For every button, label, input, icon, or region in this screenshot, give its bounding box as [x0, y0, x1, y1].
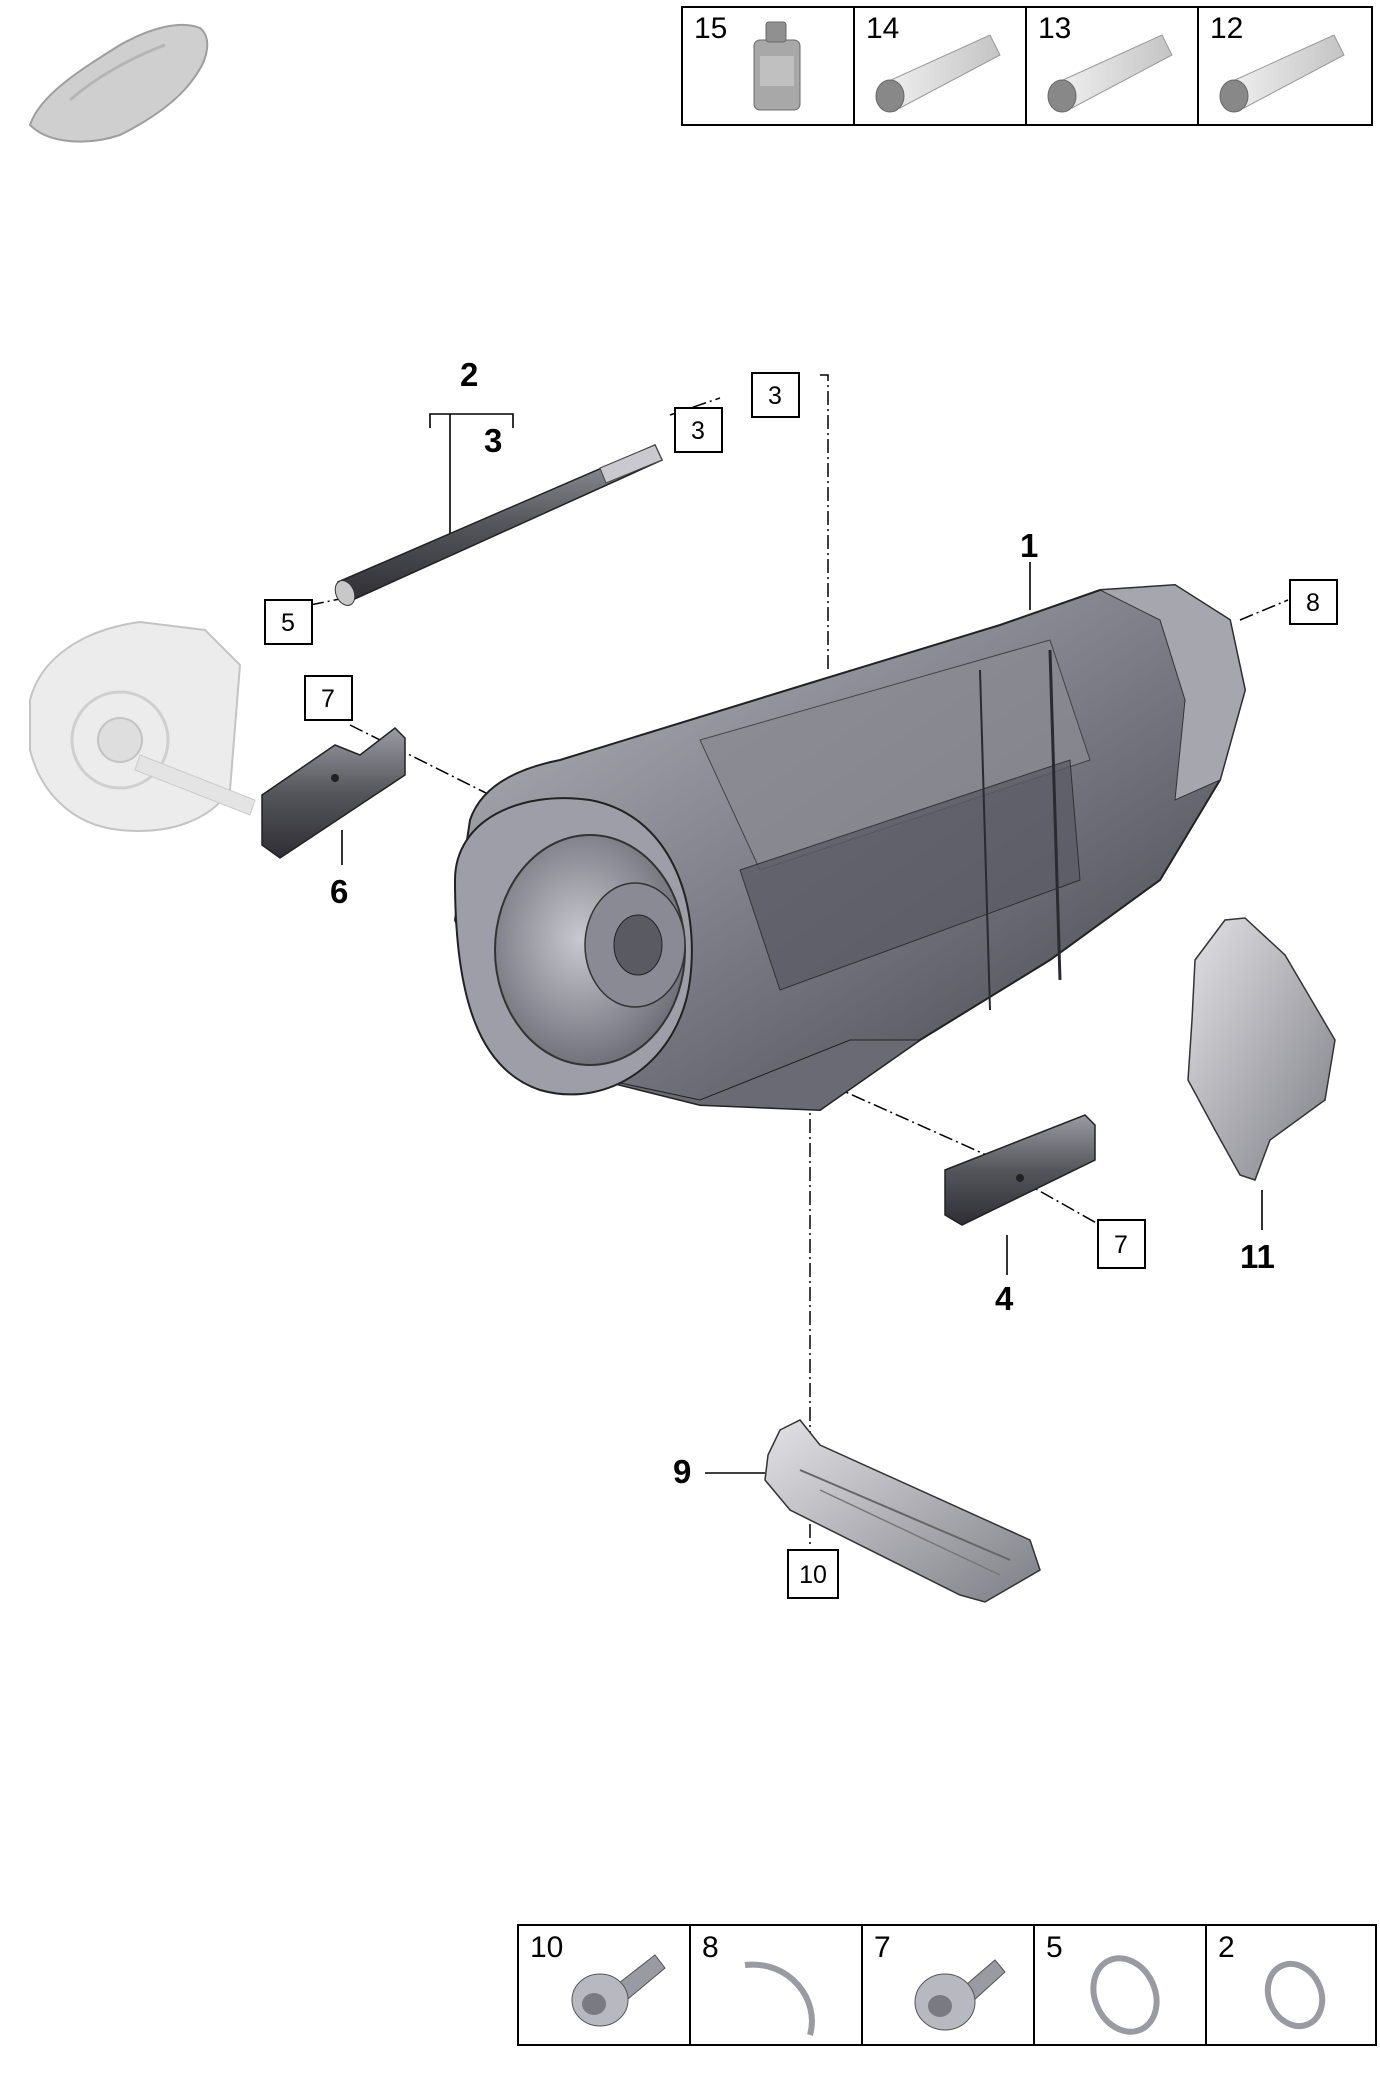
mount-bracket-right	[944, 1114, 1096, 1226]
oil-bottle-icon	[753, 21, 801, 111]
svg-text:5: 5	[281, 609, 295, 637]
callout-part-4: 4	[995, 1280, 1014, 1317]
svg-text:10: 10	[799, 1561, 827, 1589]
ref-box-10: 10	[787, 1549, 839, 1599]
solid-leader-lines	[341, 413, 1263, 1474]
grease-tube-icon	[1219, 34, 1345, 113]
bolt-icon	[914, 1959, 1006, 2031]
ref-box-3-lower: 3	[674, 407, 723, 453]
circlip-icon	[744, 1961, 815, 2036]
fasteners-legend: 10 8 7 5 2	[517, 1924, 1377, 2046]
o-ring-icon	[1264, 1960, 1326, 2030]
callout-part-9: 9	[673, 1453, 691, 1490]
svg-text:7: 7	[321, 685, 335, 713]
front-differential-ghost	[29, 620, 256, 832]
ref-box-8: 8	[1289, 579, 1338, 625]
svg-text:7: 7	[1114, 1231, 1128, 1259]
drive-shaft	[334, 444, 664, 606]
consumables-legend: 15 14 13 12	[681, 6, 1373, 126]
grease-tube-icon	[1047, 34, 1173, 113]
legend-cell-label: 7	[874, 1931, 891, 1964]
bolt-icon	[571, 1954, 666, 2027]
svg-text:3: 3	[768, 382, 782, 410]
legend-cell-label: 8	[702, 1931, 719, 1964]
callout-part-3: 3	[484, 422, 502, 459]
legend-cell-label: 2	[1218, 1931, 1235, 1964]
mount-bracket-left	[261, 727, 406, 859]
svg-text:3: 3	[691, 417, 705, 445]
legend-cell-label: 5	[1046, 1931, 1063, 1964]
callout-part-6: 6	[330, 873, 348, 910]
vehicle-thumbnail-icon	[28, 23, 209, 143]
ref-box-7-upper: 7	[304, 675, 353, 721]
callout-part-11: 11	[1240, 1238, 1275, 1275]
grease-tube-icon	[875, 34, 1001, 113]
legend-cell-label: 13	[1038, 12, 1071, 45]
legend-cell-label: 10	[530, 1931, 563, 1964]
legend-cell-label: 15	[694, 12, 727, 45]
o-ring-icon	[1090, 1955, 1160, 2035]
transmission-assembly	[453, 583, 1247, 1112]
transmission-support-plate	[764, 1419, 1041, 1603]
ref-box-7-lower: 7	[1097, 1219, 1146, 1269]
legend-cell-label: 12	[1210, 12, 1243, 45]
svg-text:8: 8	[1306, 589, 1320, 617]
ref-box-5: 5	[264, 599, 313, 645]
callout-part-2: 2	[460, 356, 478, 393]
ref-box-3-upper: 3	[751, 372, 800, 418]
legend-cell-label: 14	[866, 12, 899, 45]
heat-shield	[1187, 917, 1336, 1181]
callout-part-1: 1	[1020, 527, 1038, 564]
